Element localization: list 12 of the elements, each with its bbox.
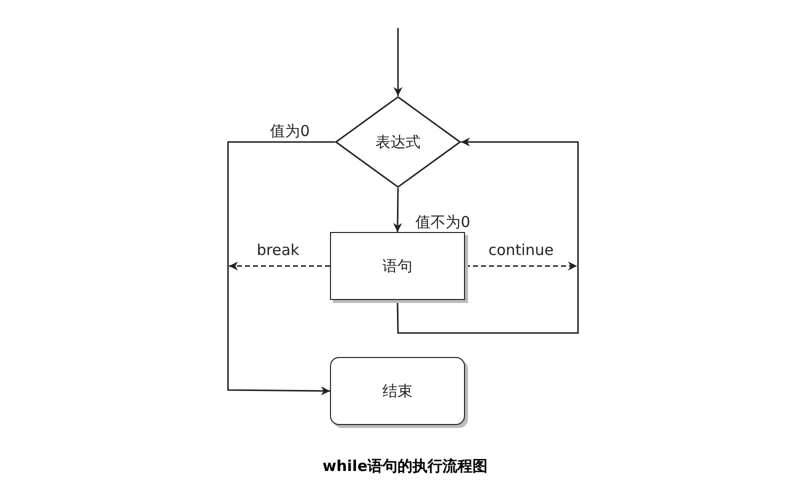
dashed-arrow bbox=[229, 262, 330, 270]
arrow bbox=[393, 188, 402, 232]
decision-diamond: 表达式 bbox=[335, 96, 461, 188]
caption: while语句的执行流程图 bbox=[322, 457, 488, 476]
terminal-box: 结束 bbox=[330, 357, 465, 425]
dashed-arrow bbox=[465, 262, 577, 270]
edge-label: 值不为0 bbox=[414, 213, 472, 231]
arrow bbox=[394, 28, 402, 96]
arrow bbox=[396, 138, 579, 334]
arrow bbox=[227, 141, 335, 396]
process-box: 语句 bbox=[330, 232, 465, 300]
edge-label: 值为0 bbox=[268, 122, 312, 140]
